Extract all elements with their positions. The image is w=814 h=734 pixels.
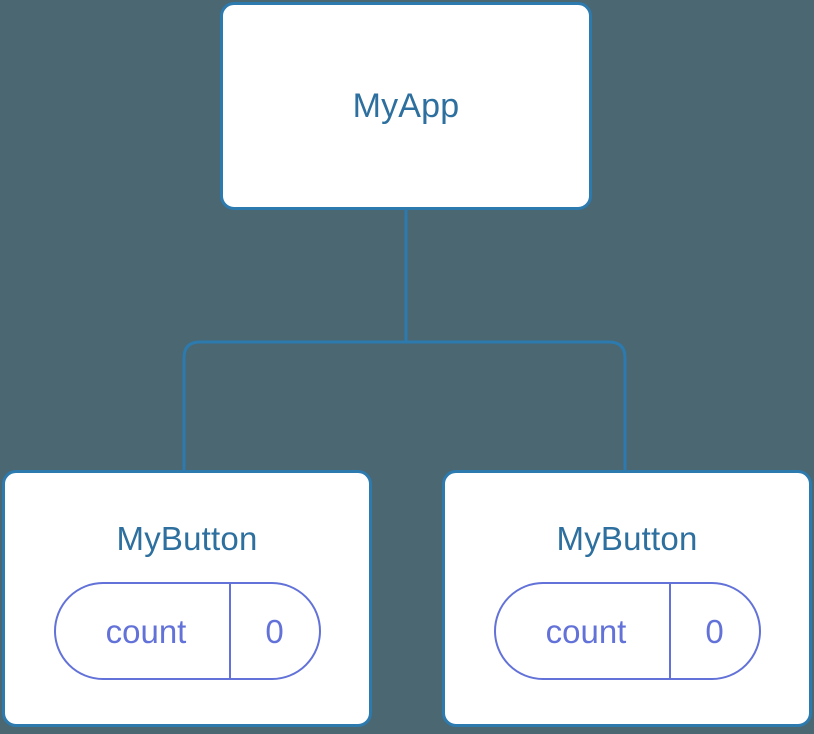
edge-to-child-2 (406, 340, 627, 472)
node-label: MyButton (556, 520, 698, 557)
state-value: 0 (228, 584, 319, 678)
node-myapp[interactable]: MyApp (220, 2, 592, 210)
state-pill[interactable]: count 0 (493, 582, 761, 680)
node-label: MyApp (352, 87, 460, 125)
state-key: count (105, 612, 187, 650)
state-value: 0 (668, 584, 759, 678)
node-label: MyButton (116, 520, 258, 557)
node-mybutton-2[interactable]: MyButton count 0 (442, 470, 812, 727)
node-mybutton-1[interactable]: MyButton count 0 (2, 470, 372, 727)
state-pill[interactable]: count 0 (53, 582, 321, 680)
state-key: count (545, 612, 627, 650)
edge-to-child-1 (182, 340, 406, 472)
